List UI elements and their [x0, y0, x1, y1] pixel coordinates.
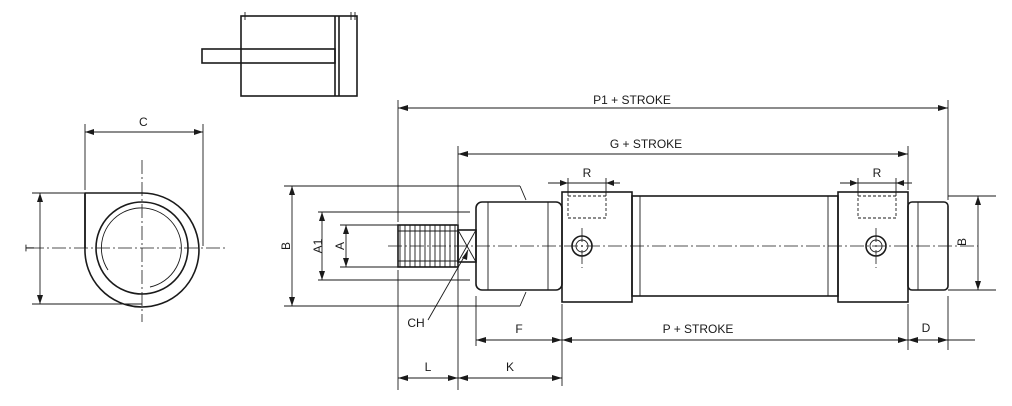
- label-l: L: [425, 360, 432, 374]
- label-r-rear: R: [873, 166, 882, 180]
- label-k: K: [506, 360, 514, 374]
- label-ch: CH: [407, 316, 424, 330]
- label-a1: A1: [311, 238, 325, 253]
- label-r-front: R: [583, 166, 592, 180]
- label-f: F: [515, 322, 522, 336]
- label-t: T: [23, 244, 37, 252]
- label-b-left: B: [279, 242, 293, 250]
- end-view: [30, 124, 228, 322]
- label-p1-stroke: P1 + STROKE: [593, 93, 671, 107]
- side-view: [388, 191, 978, 303]
- label-a: A: [333, 242, 347, 250]
- label-p-stroke: P + STROKE: [663, 322, 734, 336]
- label-c: C: [139, 115, 148, 129]
- cylinder-symbol: [201, 12, 358, 97]
- label-d: D: [922, 321, 931, 335]
- dimension-lines: [284, 100, 996, 390]
- label-b-right: B: [955, 238, 969, 246]
- label-g-stroke: G + STROKE: [610, 137, 682, 151]
